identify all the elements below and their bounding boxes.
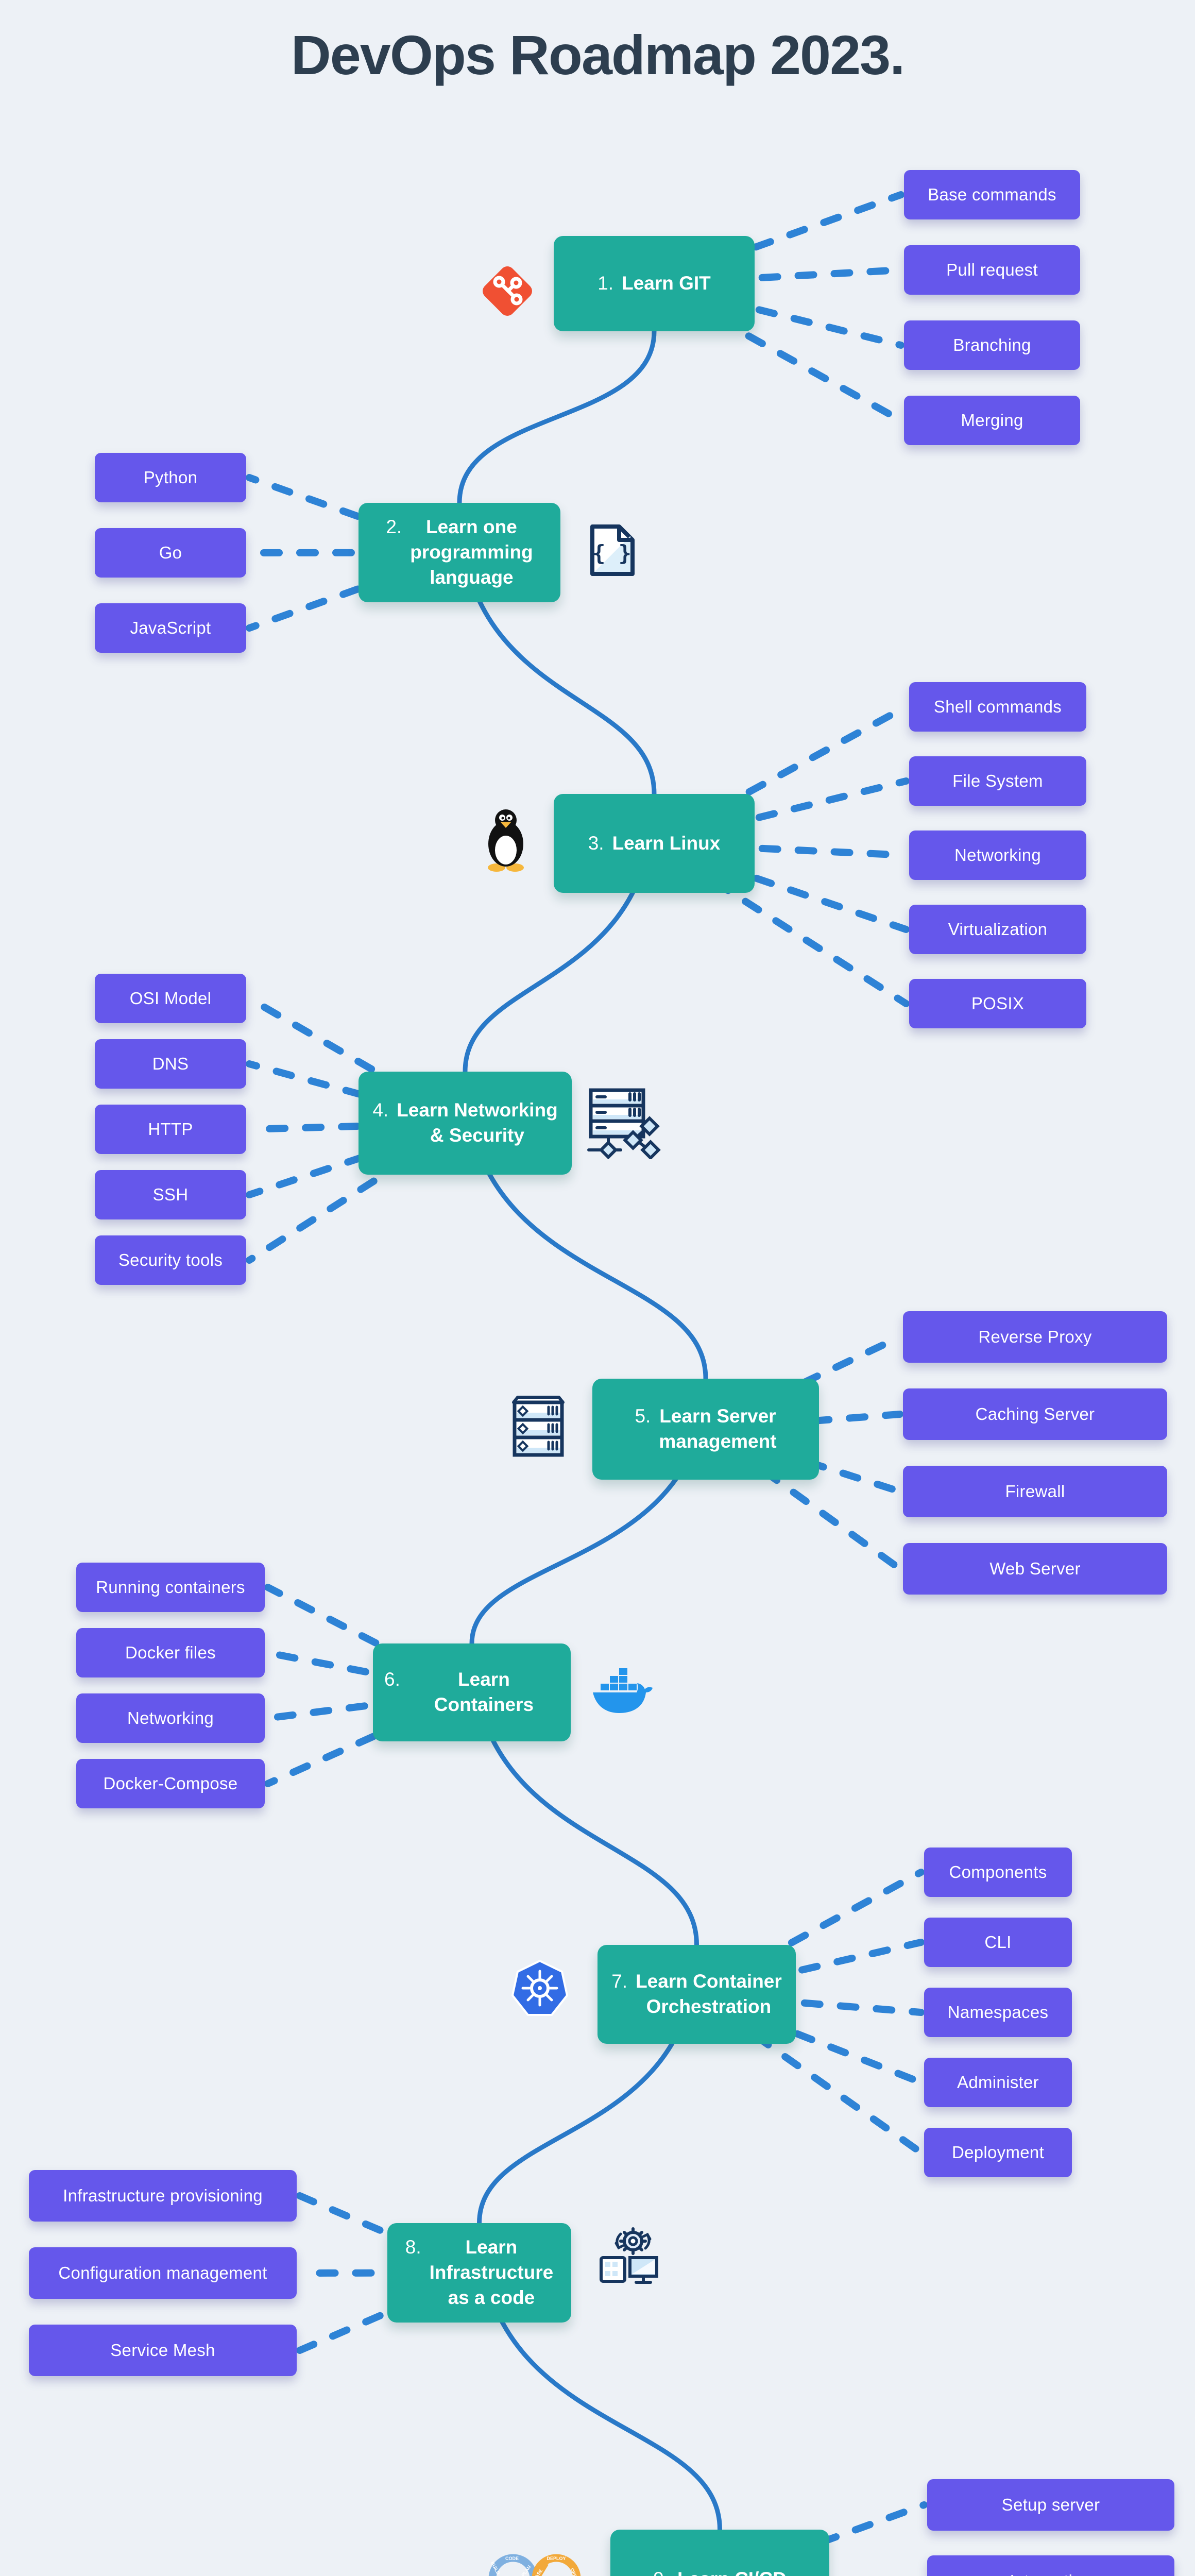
topic-box: Base commands xyxy=(904,170,1080,219)
kubernetes-helm-icon xyxy=(511,1959,568,2018)
linux-tux-icon xyxy=(475,805,537,872)
step-label: Learn one programming language xyxy=(410,516,533,588)
topic-box: Branching xyxy=(904,320,1080,370)
step-number: 9. xyxy=(653,2567,669,2576)
step-box-8: 8. Learn Infrastructure as a code xyxy=(387,2223,571,2323)
step-label: Learn Containers xyxy=(434,1669,534,1715)
topic-box: Running containers xyxy=(76,1563,265,1612)
step-number: 6. xyxy=(384,1669,400,1690)
topic-box: Reverse Proxy xyxy=(903,1311,1167,1363)
step-label: Learn Linux xyxy=(612,832,721,854)
topic-box: CLI xyxy=(924,1918,1072,1967)
topic-box: Infrastructure provisioning xyxy=(29,2170,297,2222)
topic-box: Components xyxy=(924,1848,1072,1897)
page-title: DevOps Roadmap 2023. xyxy=(291,24,906,86)
step-number: 5. xyxy=(635,1405,651,1427)
topic-box: Shell commands xyxy=(909,682,1086,732)
docker-whale-icon xyxy=(588,1665,653,1716)
step-box-1: 1. Learn GIT xyxy=(554,236,755,331)
topic-box: Networking xyxy=(76,1693,265,1743)
topic-box: Integration xyxy=(927,2555,1174,2576)
step-box-4: 4. Learn Networking & Security xyxy=(358,1072,572,1175)
topic-box: File System xyxy=(909,756,1086,806)
code-file-icon: { } xyxy=(581,519,643,581)
step-box-2: 2. Learn one programming language xyxy=(358,503,560,602)
topic-box: Docker files xyxy=(76,1628,265,1677)
network-security-icon xyxy=(585,1082,662,1159)
topic-box: Administer xyxy=(924,2058,1072,2107)
step-number: 2. xyxy=(386,516,402,538)
topic-box: Deployment xyxy=(924,2128,1072,2177)
topic-box: HTTP xyxy=(95,1105,246,1154)
topic-box: Setup server xyxy=(927,2479,1174,2531)
svg-text:DEPLOY: DEPLOY xyxy=(547,2556,566,2561)
topic-box: Virtualization xyxy=(909,905,1086,954)
step-number: 3. xyxy=(588,832,604,854)
step-label: Learn Server management xyxy=(659,1405,777,1452)
topic-box: Go xyxy=(95,528,246,578)
step-box-6: 6. Learn Containers xyxy=(373,1643,571,1741)
topic-box: SSH xyxy=(95,1170,246,1219)
server-stack-icon xyxy=(507,1391,569,1461)
step-label: Learn Networking & Security xyxy=(397,1099,558,1146)
topic-box: Service Mesh xyxy=(29,2325,297,2376)
topic-box: Namespaces xyxy=(924,1988,1072,2037)
step-number: 4. xyxy=(372,1099,389,1121)
topic-box: Networking xyxy=(909,831,1086,880)
step-box-9: 9. Learn CI/CD xyxy=(610,2530,829,2576)
svg-text:CODE: CODE xyxy=(505,2556,519,2561)
topic-box: Merging xyxy=(904,396,1080,445)
step-label: Learn Container Orchestration xyxy=(636,1971,782,2017)
topic-box: JavaScript xyxy=(95,603,246,653)
step-number: 7. xyxy=(611,1971,628,1992)
topic-box: Pull request xyxy=(904,245,1080,295)
topic-box: OSI Model xyxy=(95,974,246,1023)
svg-text:{ }: { } xyxy=(592,540,631,566)
git-icon xyxy=(476,260,538,322)
topic-box: Firewall xyxy=(903,1466,1167,1517)
topic-box: Configuration management xyxy=(29,2247,297,2299)
topic-box: Python xyxy=(95,453,246,502)
step-box-3: 3. Learn Linux xyxy=(554,794,755,893)
step-label: Learn CI/CD xyxy=(677,2567,787,2576)
step-number: 8. xyxy=(405,2236,421,2258)
step-label: Learn GIT xyxy=(622,273,711,294)
step-label: Learn Infrastructure as a code xyxy=(429,2236,554,2308)
topic-box: POSIX xyxy=(909,979,1086,1028)
topic-box: Security tools xyxy=(95,1235,246,1285)
topic-box: Web Server xyxy=(903,1543,1167,1595)
topic-box: Caching Server xyxy=(903,1388,1167,1440)
topic-box: Docker-Compose xyxy=(76,1759,265,1808)
step-box-5: 5. Learn Server management xyxy=(592,1379,819,1480)
step-box-7: 7. Learn Container Orchestration xyxy=(598,1945,796,2044)
step-number: 1. xyxy=(598,273,614,294)
automation-gear-icon xyxy=(595,2225,667,2286)
topic-box: DNS xyxy=(95,1039,246,1089)
devops-infinity-icon: CODE PLAN BUILD TEST RELEASE DEPLOY OPER… xyxy=(478,2549,596,2576)
